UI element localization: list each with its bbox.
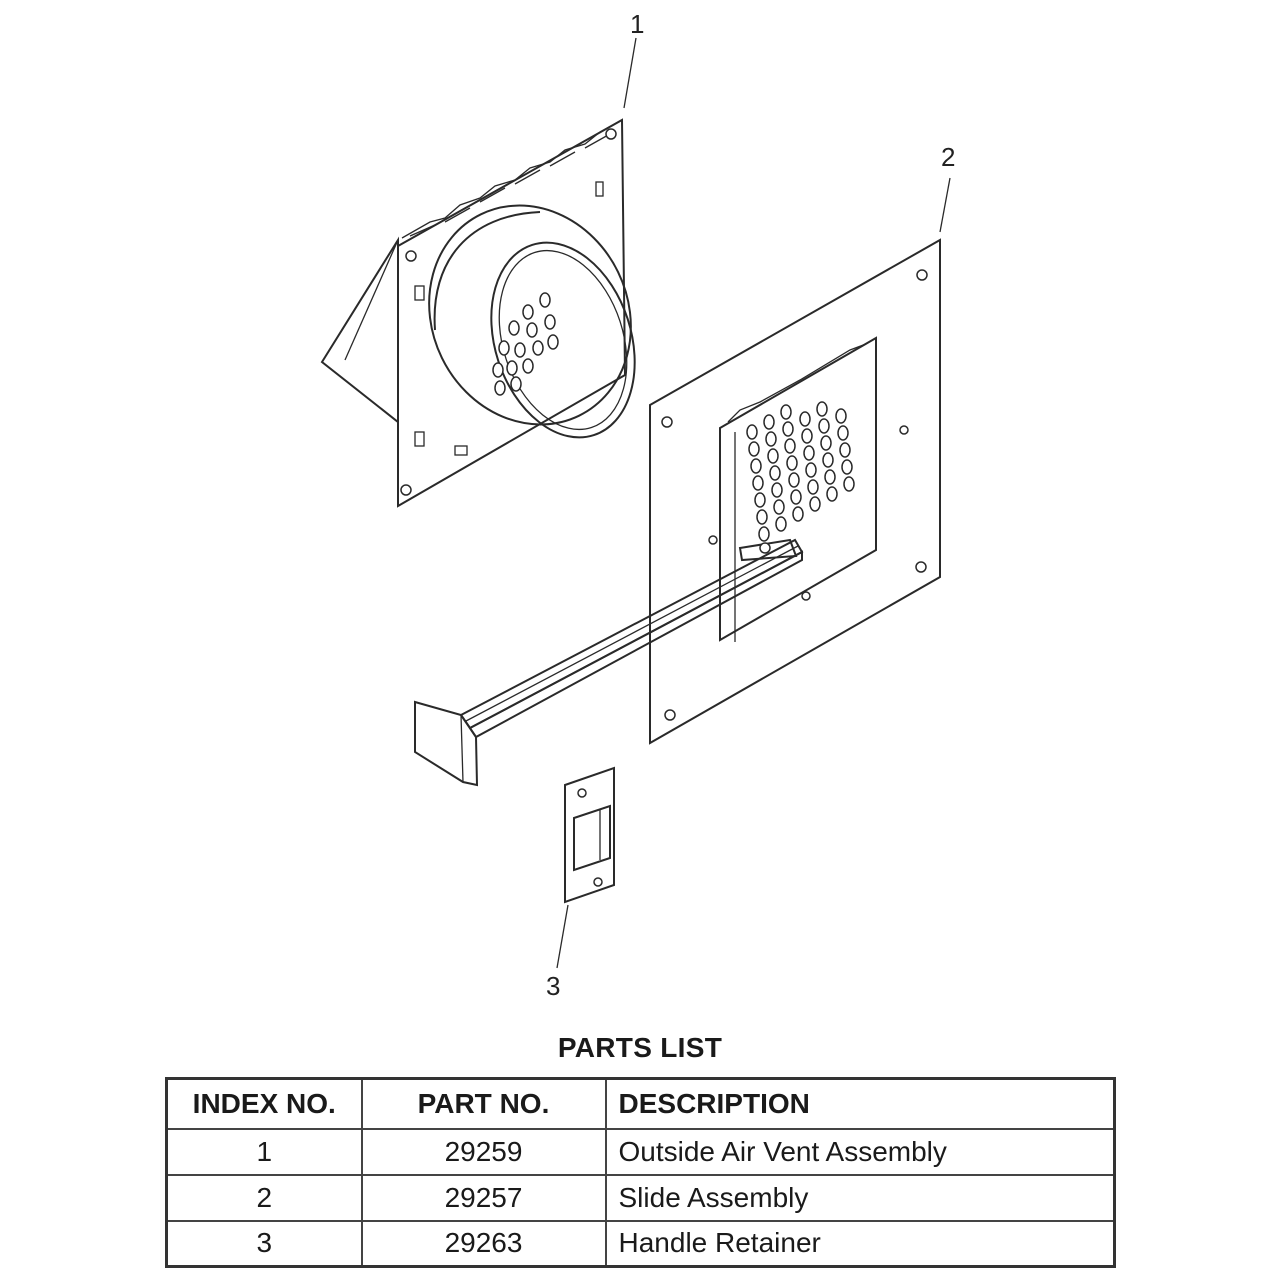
cell-index: 3 — [165, 1219, 363, 1268]
perforation-hole — [790, 489, 802, 505]
perforation-hole — [805, 462, 817, 478]
perforation-hole — [818, 418, 830, 434]
perforation-hole — [837, 425, 849, 441]
cell-part-no: 29263 — [360, 1219, 607, 1268]
perforation-hole — [843, 476, 855, 492]
perforation-hole — [839, 442, 851, 458]
perforation-hole — [841, 459, 853, 475]
perforation-hole — [782, 421, 794, 437]
header-description: DESCRIPTION — [604, 1077, 1116, 1130]
perforation-hole — [765, 431, 777, 447]
cell-description: Slide Assembly — [604, 1173, 1116, 1222]
callout-3: 3 — [546, 971, 560, 1001]
cell-part-no: 29259 — [360, 1127, 607, 1176]
perforation-hole — [799, 411, 811, 427]
perforation-hole — [807, 479, 819, 495]
perforation-hole — [820, 435, 832, 451]
callout-leader-2 — [939, 177, 951, 233]
perforation-hole — [756, 509, 768, 525]
cell-part-no: 29257 — [360, 1173, 607, 1222]
perforation-hole — [750, 458, 762, 474]
table-row: 2 29257 Slide Assembly — [165, 1173, 1116, 1222]
perforation-hole — [773, 499, 785, 515]
cell-description: Handle Retainer — [604, 1219, 1116, 1268]
callout-2: 2 — [941, 142, 955, 172]
part-handle-retainer — [564, 766, 615, 904]
table-row: 1 29259 Outside Air Vent Assembly — [165, 1127, 1116, 1176]
part-outside-air-vent-assembly — [320, 118, 636, 508]
perforation-hole — [758, 526, 770, 542]
perforation-hole — [803, 445, 815, 461]
perforation-hole — [801, 428, 813, 444]
perforation-hole — [792, 506, 804, 522]
table-row: 3 29263 Handle Retainer — [165, 1219, 1116, 1268]
perforation-hole — [788, 472, 800, 488]
perforation-hole — [822, 452, 834, 468]
perforation-hole — [748, 441, 760, 457]
perforation-hole — [771, 482, 783, 498]
perforation-hole — [754, 492, 766, 508]
callout-1: 1 — [630, 9, 644, 39]
table-header-row: INDEX NO. PART NO. DESCRIPTION — [165, 1077, 1116, 1130]
perforation-hole — [784, 438, 796, 454]
perforation-hole — [763, 414, 775, 430]
part-slide-assembly — [414, 238, 941, 787]
perforation-hole — [767, 448, 779, 464]
callout-leader-3 — [556, 904, 569, 969]
perforation-hole — [752, 475, 764, 491]
cell-description: Outside Air Vent Assembly — [604, 1127, 1116, 1176]
perforation-hole — [775, 516, 787, 532]
perforation-hole — [835, 408, 847, 424]
perforation-hole — [816, 401, 828, 417]
perforation-hole — [824, 469, 836, 485]
perforation-hole — [786, 455, 798, 471]
perforation-hole — [780, 404, 792, 420]
perforation-hole — [769, 465, 781, 481]
callout-leader-1 — [623, 37, 637, 109]
cell-index: 2 — [165, 1173, 363, 1222]
perforation-hole — [809, 496, 821, 512]
perforation-hole — [746, 424, 758, 440]
cell-index: 1 — [165, 1127, 363, 1176]
header-part-no: PART NO. — [360, 1077, 607, 1130]
parts-list-title: PARTS LIST — [557, 1032, 723, 1063]
parts-list-table: INDEX NO. PART NO. DESCRIPTION 1 29259 O… — [165, 1077, 1116, 1268]
header-index-no: INDEX NO. — [165, 1077, 363, 1130]
perforation-hole — [826, 486, 838, 502]
exploded-parts-diagram: 1 2 3 — [320, 9, 955, 1001]
